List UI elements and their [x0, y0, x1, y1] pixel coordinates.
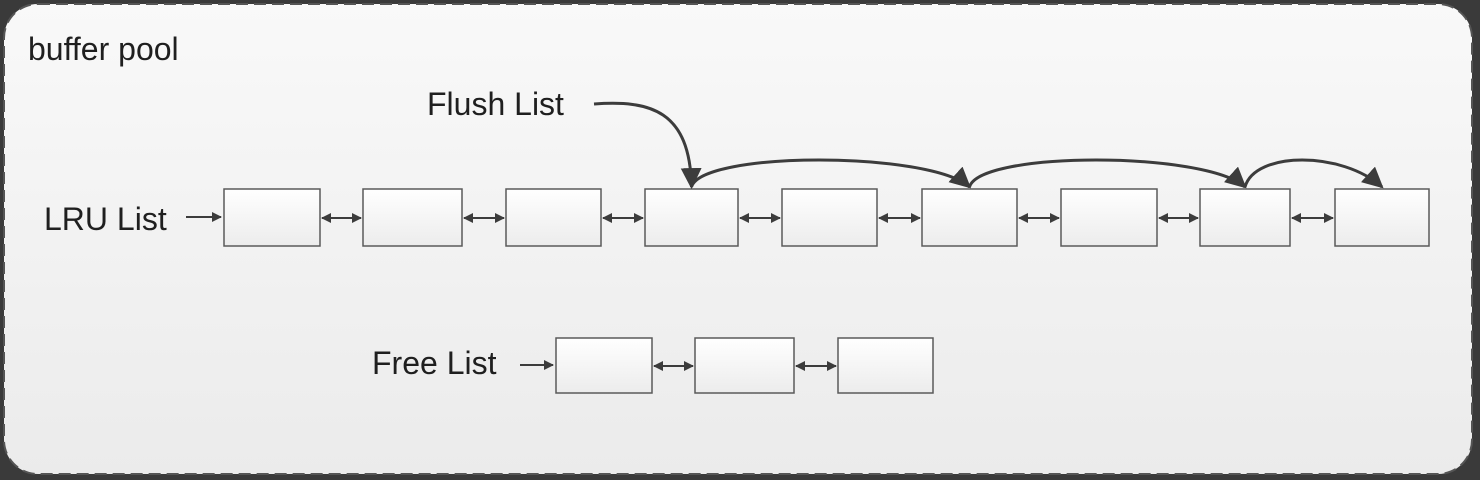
flush-list-label: Flush List — [427, 86, 564, 122]
lru-list-nodes — [223, 188, 1430, 247]
flush-list-links — [593, 101, 1384, 190]
flush-link-3 — [1243, 158, 1384, 189]
free-list-label: Free List — [372, 345, 497, 381]
lru-node-7 — [1060, 188, 1158, 247]
flush-entry-arrow — [593, 101, 702, 190]
lru-node-3 — [505, 188, 602, 247]
free-node-1 — [555, 337, 653, 394]
free-node-3 — [837, 337, 934, 394]
pool-title: buffer pool — [28, 31, 179, 67]
lru-node-2 — [362, 188, 463, 247]
list-connectors — [186, 212, 1334, 371]
lru-node-5 — [781, 188, 878, 247]
lru-node-4 — [644, 188, 739, 247]
lru-node-6 — [921, 188, 1018, 247]
free-list-nodes — [555, 337, 934, 394]
lru-node-8 — [1199, 188, 1291, 247]
flush-link-1 — [690, 158, 972, 189]
lru-node-9 — [1334, 188, 1430, 247]
flush-link-2 — [968, 158, 1247, 189]
lru-list-label: LRU List — [44, 201, 167, 237]
free-node-2 — [694, 337, 795, 394]
lru-node-1 — [223, 188, 321, 247]
